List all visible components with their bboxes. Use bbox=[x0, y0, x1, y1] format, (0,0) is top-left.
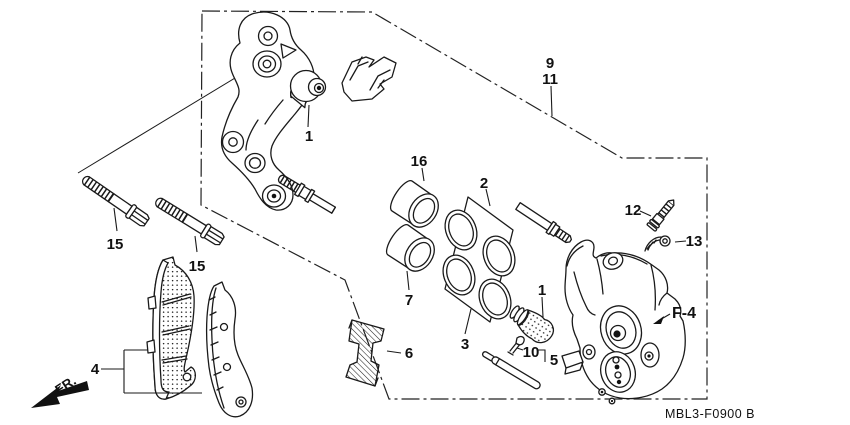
dust-seal-b bbox=[478, 278, 512, 320]
callout-5: 5 bbox=[550, 352, 558, 369]
callout-1-boot: 1 bbox=[538, 282, 546, 299]
callout-12: 12 bbox=[625, 202, 642, 219]
caliper-pin-bolt bbox=[515, 202, 573, 244]
callout-4: 4 bbox=[91, 361, 100, 378]
callout-11: 11 bbox=[542, 71, 558, 88]
brake-pad-outer bbox=[205, 281, 254, 418]
figure-ref-f4: F-4 bbox=[672, 305, 696, 322]
callout-2: 2 bbox=[480, 175, 488, 192]
bracket-tab bbox=[280, 43, 297, 59]
diagram-code: MBL3-F0900 B bbox=[665, 407, 755, 421]
mount-bolt-a bbox=[81, 175, 150, 227]
dust-seal-a bbox=[482, 235, 516, 277]
pad-retainer bbox=[345, 319, 385, 387]
callout-15b: 15 bbox=[189, 258, 206, 275]
callout-bracket-4 bbox=[101, 349, 202, 394]
caliper-top-boss bbox=[602, 252, 624, 270]
piston-seal-a bbox=[444, 209, 478, 251]
callout-bracket-5 bbox=[537, 349, 546, 362]
callout-16: 16 bbox=[411, 153, 428, 170]
f4-arrow bbox=[653, 313, 671, 324]
callout-13: 13 bbox=[686, 233, 703, 250]
callout-3: 3 bbox=[461, 336, 469, 353]
bleed-screw bbox=[646, 199, 675, 232]
callout-10: 10 bbox=[523, 344, 540, 361]
pin-clip bbox=[507, 335, 525, 356]
bleed-screw-cap bbox=[644, 235, 671, 252]
callout-1-plug: 1 bbox=[305, 128, 313, 145]
bracket-slide-pin bbox=[277, 174, 337, 214]
caliper-bracket bbox=[220, 11, 315, 211]
brake-pad-inner bbox=[146, 256, 197, 400]
caliper-body bbox=[561, 239, 686, 405]
pin-boot bbox=[509, 305, 555, 344]
mount-bolt-b bbox=[155, 197, 225, 246]
fr-arrow: FR. bbox=[31, 373, 89, 408]
piston-seal-b bbox=[442, 254, 476, 296]
caliper-plug bbox=[289, 69, 327, 109]
pad-tab bbox=[146, 339, 156, 354]
leader-lines bbox=[101, 85, 687, 394]
callout-9: 9 bbox=[546, 55, 554, 72]
pad-spring bbox=[341, 56, 397, 102]
piston-upper bbox=[389, 180, 439, 228]
assembly-boundary bbox=[200, 10, 708, 400]
pad-tab bbox=[147, 295, 157, 310]
callout-6: 6 bbox=[405, 345, 413, 362]
callout-7: 7 bbox=[405, 292, 413, 309]
piston-lower bbox=[385, 224, 435, 272]
callout-15a: 15 bbox=[107, 236, 124, 253]
